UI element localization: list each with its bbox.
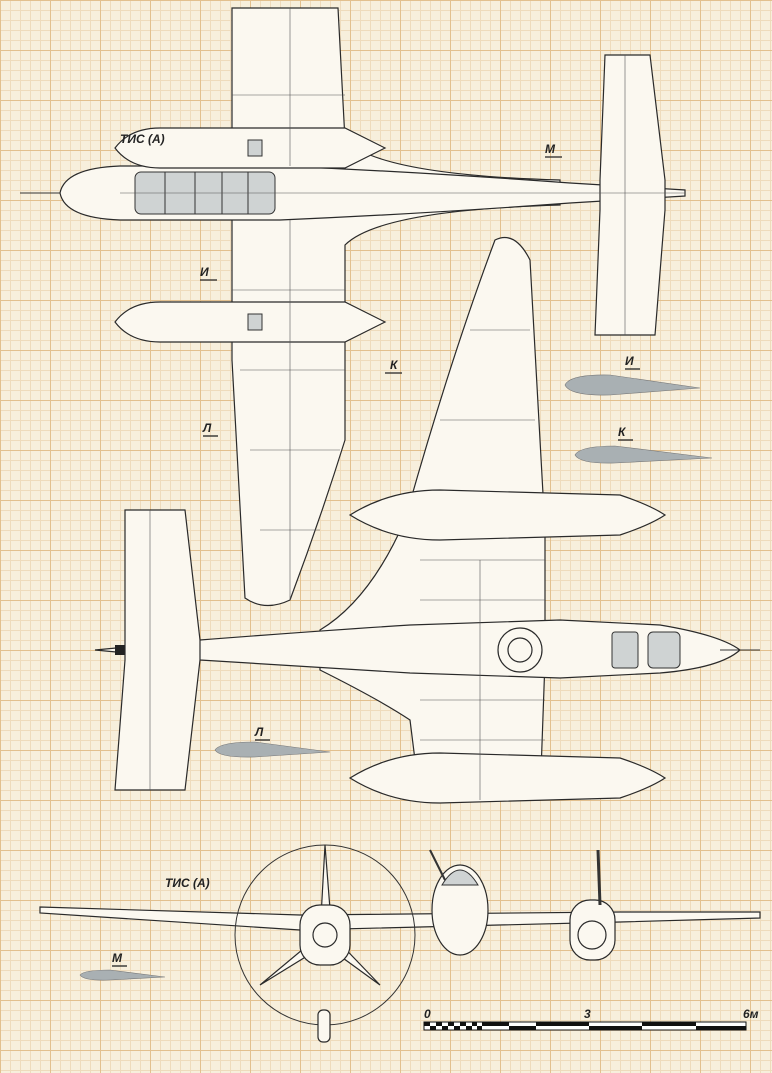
label-l-profile: Л (254, 725, 264, 739)
top-tailplane (594, 54, 666, 336)
label-i-profile: И (625, 354, 634, 368)
front-fuselage (431, 864, 489, 956)
label-k-profile: К (618, 425, 627, 439)
spinner (312, 922, 338, 948)
intake (577, 920, 607, 950)
profile-k (574, 445, 713, 464)
bottom-nacelle-upper (348, 489, 667, 541)
antenna (429, 849, 446, 881)
bottom-nacelle-lower (348, 752, 667, 804)
scale-mid: 3 (584, 1007, 591, 1021)
bottom-view (94, 236, 760, 804)
turret-ring (507, 637, 533, 663)
scale-end: 6м (743, 1007, 759, 1021)
bottom-window (647, 631, 681, 669)
profile-l (214, 741, 331, 758)
label-m-profile: М (112, 951, 123, 965)
front-view (39, 844, 761, 1043)
fin-right (596, 849, 602, 906)
bottom-tailplane (114, 509, 201, 791)
profile-m (79, 969, 166, 981)
title-front: ТИС (А) (165, 876, 210, 890)
scale-start: 0 (424, 1007, 431, 1021)
bottom-window (611, 631, 639, 669)
scale-bar: 0 3 6м (423, 1007, 759, 1031)
label-i-top: И (200, 265, 209, 279)
tailwheel (317, 1009, 331, 1043)
propeller (259, 844, 381, 986)
label-l-top: Л (202, 421, 212, 435)
front-wing (39, 906, 761, 931)
label-m-top: М (545, 142, 556, 156)
radiator (247, 139, 263, 157)
radiator (247, 313, 263, 331)
label-k-top: К (390, 358, 399, 372)
top-view (20, 7, 686, 607)
profile-i (564, 374, 701, 396)
title-top: ТИС (А) (120, 132, 165, 146)
